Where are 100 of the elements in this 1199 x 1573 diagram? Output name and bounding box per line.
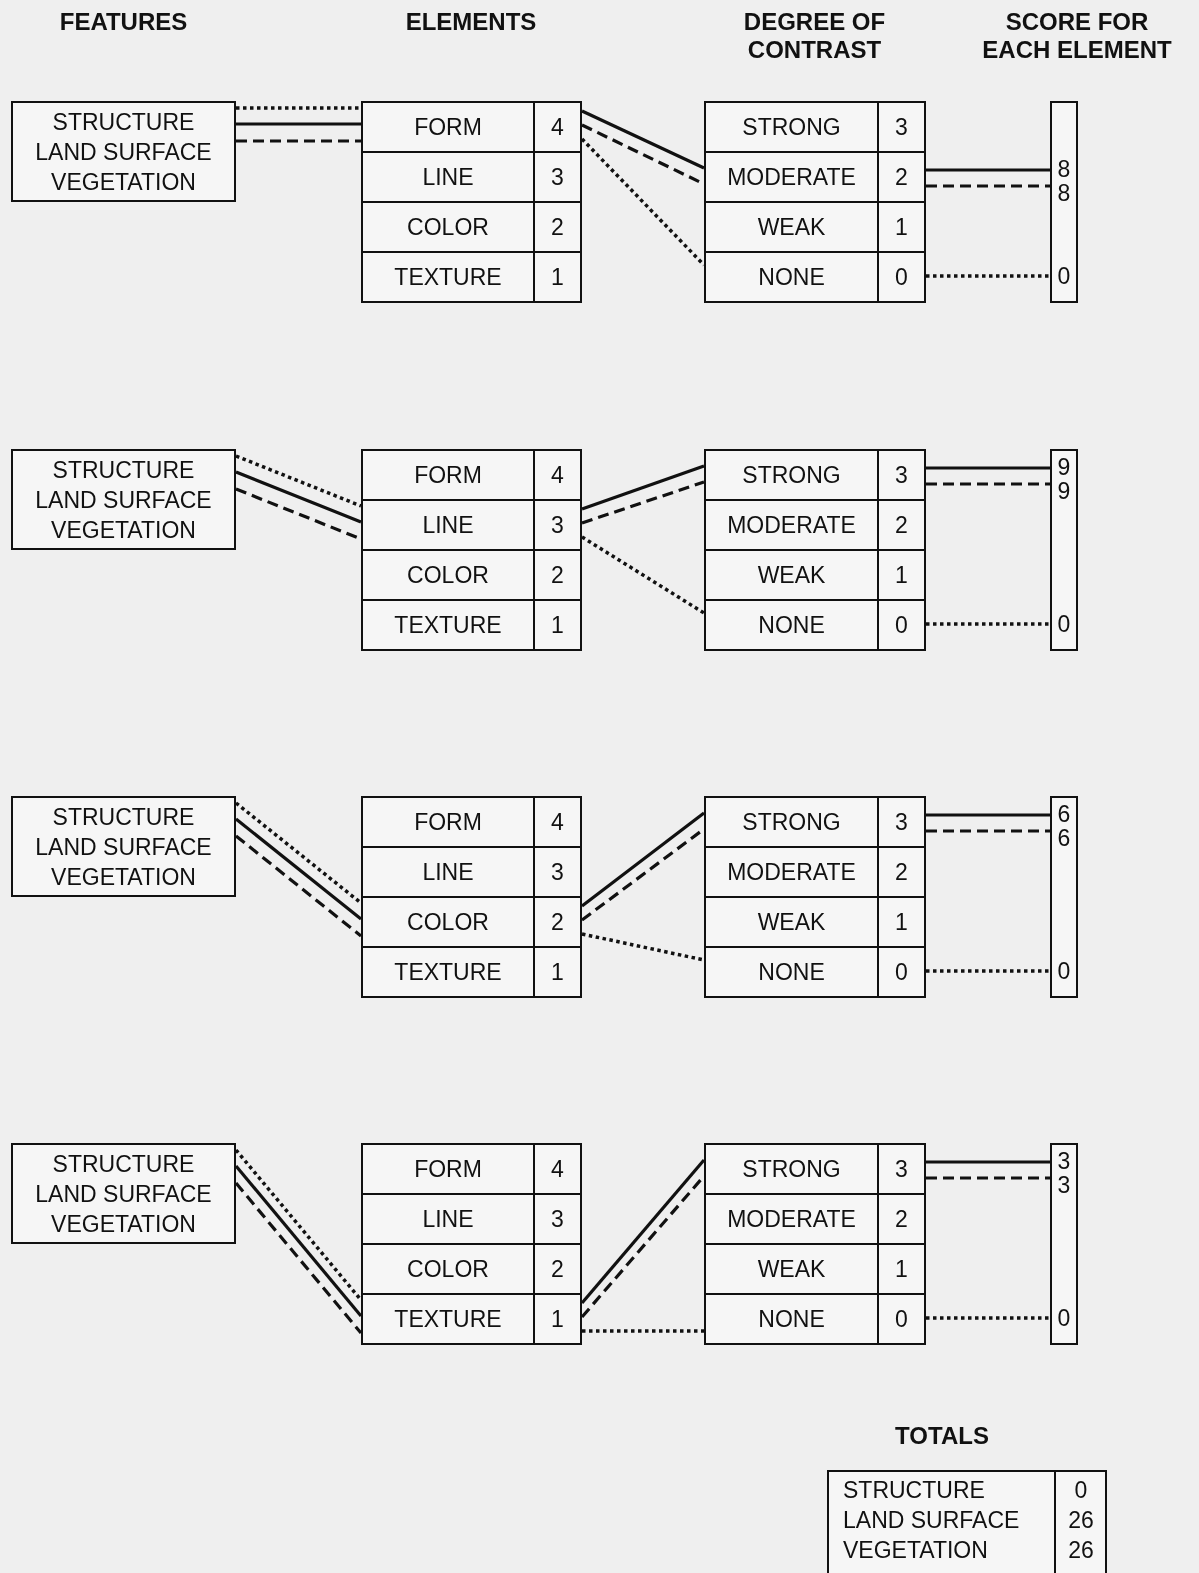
score-column <box>1050 101 1078 303</box>
contrast-row <box>704 846 926 898</box>
feature-name: STRUCTURE <box>52 455 195 485</box>
element-name: FORM <box>413 460 483 490</box>
connector-line <box>236 139 361 143</box>
element-row <box>361 151 582 203</box>
feature-list-box <box>11 1143 236 1244</box>
feature-name: LAND SURFACE <box>843 1506 1021 1535</box>
score-value: 6 <box>1057 802 1071 826</box>
contrast-degree: MODERATE <box>726 1204 857 1234</box>
element-row <box>361 599 582 651</box>
connector-line <box>926 622 1052 626</box>
score-column <box>1050 796 1078 998</box>
contrast-row <box>704 151 926 203</box>
contrast-degree: STRONG <box>741 1154 842 1184</box>
contrast-row <box>704 1293 926 1345</box>
element-name: TEXTURE <box>393 1304 503 1334</box>
element-row <box>361 1193 582 1245</box>
rating-number: 1 <box>533 601 580 649</box>
score-value: 8 <box>1057 181 1071 205</box>
element-name: COLOR <box>406 212 490 242</box>
connector-line <box>926 813 1052 817</box>
rating-number: 0 <box>877 601 924 649</box>
connector-line <box>581 109 705 170</box>
score-value: 0 <box>1057 1306 1071 1330</box>
connector-line <box>926 482 1052 486</box>
column-heading: FEATURES <box>58 8 189 36</box>
feature-name: LAND SURFACE <box>35 137 212 167</box>
connector-line <box>926 1160 1052 1164</box>
contrast-row <box>704 1243 926 1295</box>
feature-name: LAND SURFACE <box>35 832 212 862</box>
element-name: COLOR <box>406 907 490 937</box>
feature-name: LAND SURFACE <box>35 1179 212 1209</box>
contrast-degree: MODERATE <box>726 510 857 540</box>
connector-line <box>581 480 705 525</box>
connector-line <box>236 106 361 110</box>
contrast-degree: NONE <box>757 262 826 292</box>
connector-line <box>926 1316 1052 1320</box>
feature-list-box <box>11 101 236 202</box>
feature-name: VEGETATION <box>51 515 196 545</box>
contrast-degree: NONE <box>757 1304 826 1334</box>
feature-list-box <box>11 796 236 897</box>
contrast-degree: STRONG <box>741 460 842 490</box>
contrast-degree: STRONG <box>741 807 842 837</box>
feature-name: VEGETATION <box>843 1536 989 1565</box>
element-name: COLOR <box>406 560 490 590</box>
element-name: COLOR <box>406 1254 490 1284</box>
element-row <box>361 796 582 848</box>
contrast-degree: MODERATE <box>726 162 857 192</box>
connector-line <box>926 274 1052 278</box>
connector-line <box>926 969 1052 973</box>
connector-line <box>926 1176 1052 1180</box>
score-column <box>1050 449 1078 651</box>
element-name: TEXTURE <box>393 610 503 640</box>
connector-line <box>235 817 362 921</box>
score-value: 3 <box>1057 1173 1071 1197</box>
element-row <box>361 549 582 601</box>
feature-name: VEGETATION <box>51 1209 196 1239</box>
rating-number: 0 <box>877 1295 924 1343</box>
contrast-degree: WEAK <box>756 1254 827 1284</box>
connector-line <box>235 834 362 938</box>
contrast-degree: MODERATE <box>726 857 857 887</box>
connector-line <box>581 464 705 511</box>
element-row <box>361 896 582 948</box>
connector-line <box>235 454 362 508</box>
contrast-row <box>704 896 926 948</box>
connector-line <box>236 122 361 126</box>
contrast-degree: WEAK <box>756 907 827 937</box>
contrast-row <box>704 499 926 551</box>
contrast-row <box>704 796 926 848</box>
score-value: 9 <box>1057 479 1071 503</box>
feature-list-box <box>11 449 236 550</box>
connector-line <box>926 829 1052 833</box>
rating-number: 1 <box>533 253 580 301</box>
score-value: 6 <box>1057 826 1071 850</box>
element-row <box>361 946 582 998</box>
score-column <box>1050 1143 1078 1345</box>
contrast-row <box>704 599 926 651</box>
score-value: 3 <box>1057 1149 1071 1173</box>
contrast-degree: WEAK <box>756 212 827 242</box>
connector-line <box>582 1329 704 1333</box>
score-value: 0 <box>1057 612 1071 636</box>
feature-name: STRUCTURE <box>843 1476 986 1505</box>
feature-name: STRUCTURE <box>52 1149 195 1179</box>
feature-name: STRUCTURE <box>52 802 195 832</box>
rating-number: 0 <box>877 948 924 996</box>
element-name: LINE <box>421 510 475 540</box>
column-heading: SCORE FOR EACH ELEMENT <box>981 8 1173 64</box>
contrast-degree: WEAK <box>756 560 827 590</box>
element-name: TEXTURE <box>393 262 503 292</box>
element-row <box>361 499 582 551</box>
element-row <box>361 1143 582 1195</box>
element-row <box>361 449 582 501</box>
element-name: TEXTURE <box>393 957 503 987</box>
contrast-row <box>704 251 926 303</box>
element-name: FORM <box>413 1154 483 1184</box>
element-row <box>361 201 582 253</box>
score-value: 0 <box>1057 959 1071 983</box>
rating-number: 1 <box>533 948 580 996</box>
score-value: 0 <box>1057 264 1071 288</box>
